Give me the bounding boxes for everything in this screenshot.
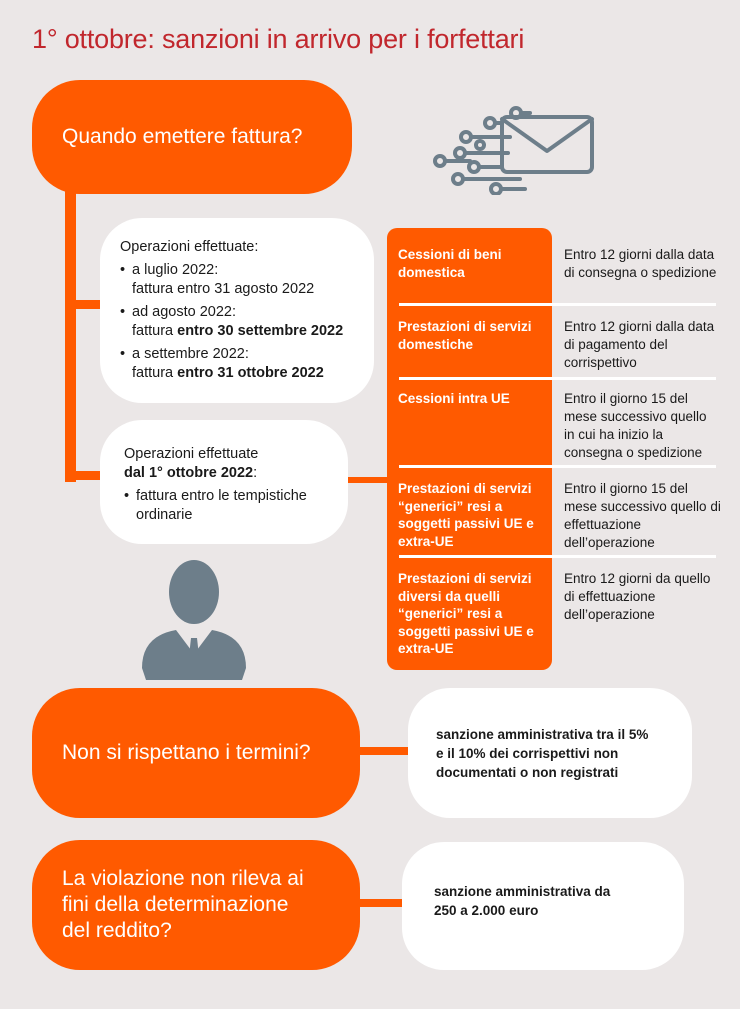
list-item: • a luglio 2022: fattura entro 31 agosto… xyxy=(120,262,315,297)
table-op: Cessioni di beni domestica xyxy=(398,247,502,280)
table-term: Entro 12 giorni da quello di effettuazio… xyxy=(564,571,711,622)
list-item: • fattura entro le tempistiche ordinarie xyxy=(124,488,307,523)
connector-q3-a3 xyxy=(355,899,415,907)
question-income-irrelevant-label: La violazione non rileva ai fini della d… xyxy=(62,867,304,942)
table-term: Entro il giorno 15 del mese successivo q… xyxy=(564,481,721,550)
list-item: • a settembre 2022: fattura entro 31 ott… xyxy=(120,346,324,381)
table-term: Entro 12 giorni dalla data di consegna o… xyxy=(564,247,717,280)
penalty-percentage-box: sanzione amministrativa tra il 5% e il 1… xyxy=(408,688,692,818)
box2-bold-date: dal 1° ottobre 2022 xyxy=(124,465,254,481)
connector-to-box2 xyxy=(65,471,105,480)
question-missed-deadlines: Non si rispettano i termini? xyxy=(32,688,360,818)
connector-q2-a2 xyxy=(355,747,415,755)
penalty-percentage-text: sanzione amministrativa tra il 5% e il 1… xyxy=(436,726,649,780)
page-title: 1° ottobre: sanzioni in arrivo per i for… xyxy=(32,24,525,54)
table-op: Prestazioni di servizi diversi da quelli… xyxy=(398,571,534,656)
operations-column xyxy=(387,228,552,670)
table-op: Prestazioni di servizi “generici” resi a… xyxy=(398,481,534,549)
question-when-invoice: Quando emettere fattura? xyxy=(32,80,352,194)
circuit-email-icon xyxy=(433,106,594,195)
question-missed-deadlines-label: Non si rispettano i termini? xyxy=(62,741,311,764)
box1-heading: Operazioni effettuate: xyxy=(120,239,259,255)
connector-to-box1 xyxy=(65,300,105,309)
table-separator xyxy=(399,303,716,306)
table-term: Entro 12 giorni dalla data di pagamento … xyxy=(564,319,715,370)
box2-heading: Operazioni effettuate xyxy=(124,446,259,462)
question-when-invoice-label: Quando emettere fattura? xyxy=(62,125,303,148)
table-op: Prestazioni di servizi domestiche xyxy=(398,319,532,352)
question-income-irrelevant: La violazione non rileva ai fini della d… xyxy=(32,840,360,970)
table-separator xyxy=(399,465,716,468)
table-separator xyxy=(399,555,716,558)
table-separator xyxy=(399,377,716,380)
operations-from-october-box: Operazioni effettuate dal 1° ottobre 202… xyxy=(100,420,348,544)
connector-to-table xyxy=(340,477,390,483)
list-item: • ad agosto 2022: fattura entro 30 sette… xyxy=(120,304,344,339)
penalty-fixed-box: sanzione amministrativa da 250 a 2.000 e… xyxy=(402,842,684,970)
table-op: Cessioni intra UE xyxy=(398,391,510,406)
operations-before-october-box: Operazioni effettuate: • a luglio 2022: … xyxy=(100,218,374,403)
penalty-fixed-text: sanzione amministrativa da 250 a 2.000 e… xyxy=(434,884,611,918)
businessman-icon xyxy=(142,560,246,680)
connector-vertical xyxy=(65,180,76,482)
table-term: Entro il giorno 15 del mese successivo q… xyxy=(564,391,707,460)
